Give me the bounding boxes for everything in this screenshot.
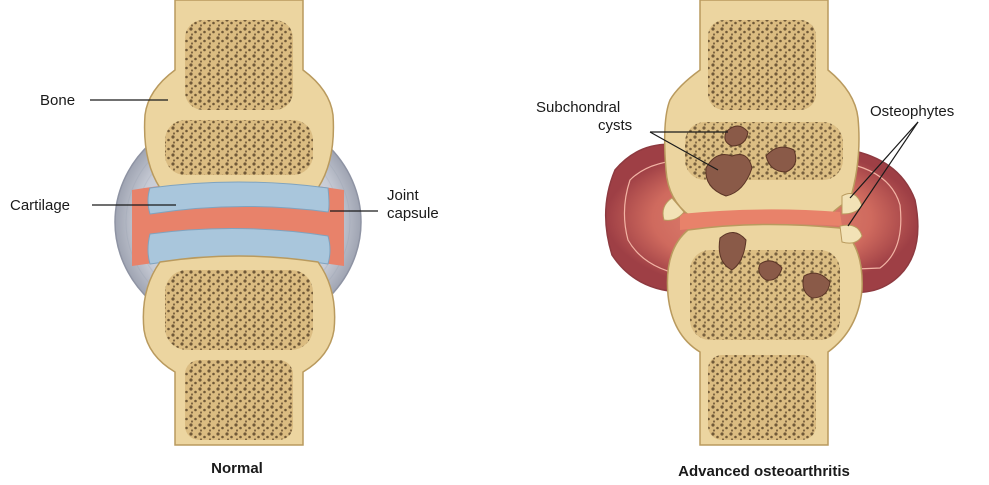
oa-joint: [606, 0, 918, 445]
label-joint-capsule-line1: Joint: [387, 187, 420, 204]
caption-normal: Normal: [211, 460, 263, 477]
label-subchondral-line2: cysts: [598, 117, 632, 134]
caption-osteoarthritis: Advanced osteoarthritis: [678, 463, 850, 480]
label-joint-capsule-line2: capsule: [387, 205, 439, 222]
label-cartilage: Cartilage: [10, 197, 70, 214]
label-bone: Bone: [40, 92, 75, 109]
normal-joint: [115, 0, 361, 445]
label-subchondral-line1: Subchondral: [536, 99, 620, 116]
label-osteophytes: Osteophytes: [870, 103, 954, 120]
